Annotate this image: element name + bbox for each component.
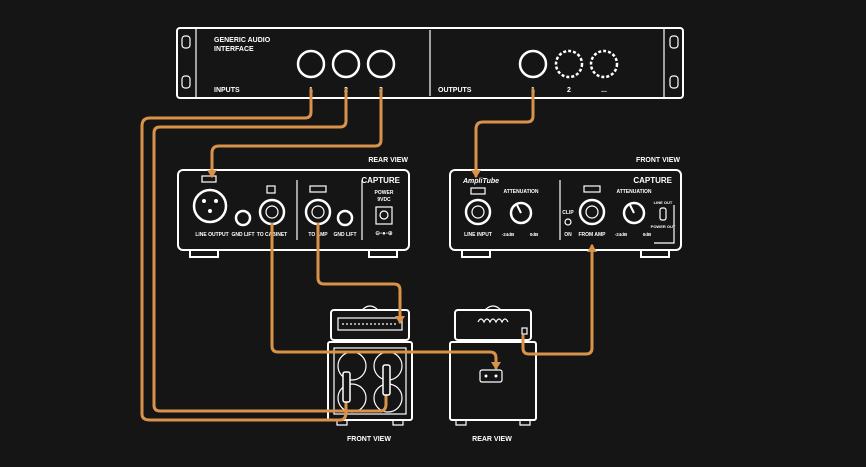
- output-1-jack[interactable]: [518, 49, 548, 79]
- att-min-label-2: -24dB: [615, 232, 628, 237]
- xlr-symbol-icon: [201, 175, 217, 183]
- line-input-symbol-icon: [470, 187, 486, 195]
- amp-head-rear: [454, 309, 532, 341]
- speaker-cabinet-front: [327, 341, 413, 421]
- rear-jack-label-line-output: LINE OUTPUT: [195, 232, 228, 238]
- att-max-label-1: 0dB: [530, 232, 539, 237]
- polarity-icon: ⊖-●-⊕: [375, 231, 393, 237]
- speaker-cabinet-rear: [449, 341, 537, 421]
- clip-led-icon: [564, 218, 572, 226]
- to-amp-jack[interactable]: [304, 198, 332, 226]
- output-mode-switch[interactable]: [659, 207, 667, 221]
- clip-label: CLIP: [562, 210, 574, 216]
- output-number-more: ...: [601, 87, 607, 94]
- attenuation-label-2: ATTENUATION: [616, 189, 651, 195]
- capture-front-brand: CAPTURE: [633, 176, 672, 185]
- to-cabinet-jack[interactable]: [258, 198, 286, 226]
- cable-input2-to-speaker: [152, 88, 388, 413]
- speaker-icon: [337, 351, 367, 381]
- power-label-line1: POWER: [375, 190, 394, 196]
- switch-top-label: LINE OUT: [654, 200, 673, 205]
- cable-to-amp: [316, 222, 402, 324]
- attenuation-knob-1[interactable]: [509, 201, 533, 225]
- cable-output1-to-line-input: [474, 88, 535, 178]
- cable-to-cabinet: [270, 222, 498, 370]
- output-number-2: 2: [567, 87, 571, 94]
- rack-hole-icon: [669, 35, 679, 49]
- input-1-jack[interactable]: [296, 49, 326, 79]
- rack-hole-icon: [181, 75, 191, 89]
- amplitube-logo: AmpliTube: [462, 178, 499, 185]
- on-label: ON: [564, 232, 572, 238]
- plug-icon: [342, 371, 351, 403]
- cabinet-input-plate: [479, 369, 503, 383]
- gnd-lift-1-switch[interactable]: [234, 209, 252, 227]
- amp-stack-front: FRONT VIEW: [327, 305, 413, 443]
- cables: [140, 88, 597, 422]
- amp-rear-view-label: REAR VIEW: [472, 436, 512, 443]
- from-amp-label: FROM AMP: [578, 232, 606, 238]
- capture-front-unit: FRONT VIEW CAPTURE AmpliTube LINE INPUT …: [449, 157, 682, 258]
- rack-hole-icon: [181, 35, 191, 49]
- capture-rear-unit: REAR VIEW CAPTURE LINE OUTPUT GND LIFT T…: [177, 157, 410, 258]
- input-3-jack[interactable]: [366, 49, 396, 79]
- input-2-jack[interactable]: [331, 49, 361, 79]
- output-2-jack[interactable]: [554, 49, 584, 79]
- amp-symbol-icon: [309, 185, 327, 193]
- from-amp-jack[interactable]: [578, 198, 606, 226]
- amp-head-front: [330, 309, 410, 341]
- interface-name-line2: INTERFACE: [214, 46, 254, 53]
- rack-hole-icon: [669, 75, 679, 89]
- rear-jack-label-gnd-lift-1: GND LIFT: [231, 232, 254, 238]
- speaker-icon: [337, 383, 367, 413]
- capture-rear-brand: CAPTURE: [361, 176, 400, 185]
- rear-jack-label-gnd-lift-2: GND LIFT: [333, 232, 356, 238]
- attenuation-label-1: ATTENUATION: [503, 189, 538, 195]
- output-more-jack[interactable]: [589, 49, 619, 79]
- xlr-line-output-jack[interactable]: [192, 188, 228, 224]
- cabinet-plugs: [342, 364, 391, 403]
- inputs-label: INPUTS: [214, 87, 240, 94]
- cable-input3-to-line-output: [210, 88, 383, 178]
- power-label-line2: 9VDC: [377, 197, 391, 203]
- plug-icon: [382, 364, 391, 396]
- interface-name-line1: GENERIC AUDIO: [214, 37, 271, 44]
- gnd-lift-2-switch[interactable]: [336, 209, 354, 227]
- line-input-jack[interactable]: [464, 198, 492, 226]
- outputs-label: OUTPUTS: [438, 87, 472, 94]
- cable-from-amp: [521, 244, 594, 356]
- amp-front-view-label: FRONT VIEW: [347, 436, 391, 443]
- cable-input1-to-speaker: [140, 88, 348, 422]
- amp-stack-rear: REAR VIEW: [449, 305, 537, 443]
- audio-interface: GENERIC AUDIO INTERFACE INPUTS OUTPUTS 1…: [176, 27, 684, 99]
- power-dc-jack[interactable]: [375, 206, 393, 225]
- capture-front-view-label: FRONT VIEW: [636, 157, 680, 164]
- tube-icon: [477, 318, 509, 324]
- att-min-label-1: -24dB: [502, 232, 515, 237]
- att-max-label-2: 0dB: [643, 232, 652, 237]
- line-input-label: LINE INPUT: [464, 232, 492, 238]
- from-amp-symbol-icon: [583, 185, 601, 193]
- switch-bottom-label: POWER OUT: [651, 224, 676, 229]
- capture-rear-view-label: REAR VIEW: [368, 157, 408, 164]
- speaker-symbol-icon: [266, 185, 276, 194]
- attenuation-knob-2[interactable]: [622, 201, 646, 225]
